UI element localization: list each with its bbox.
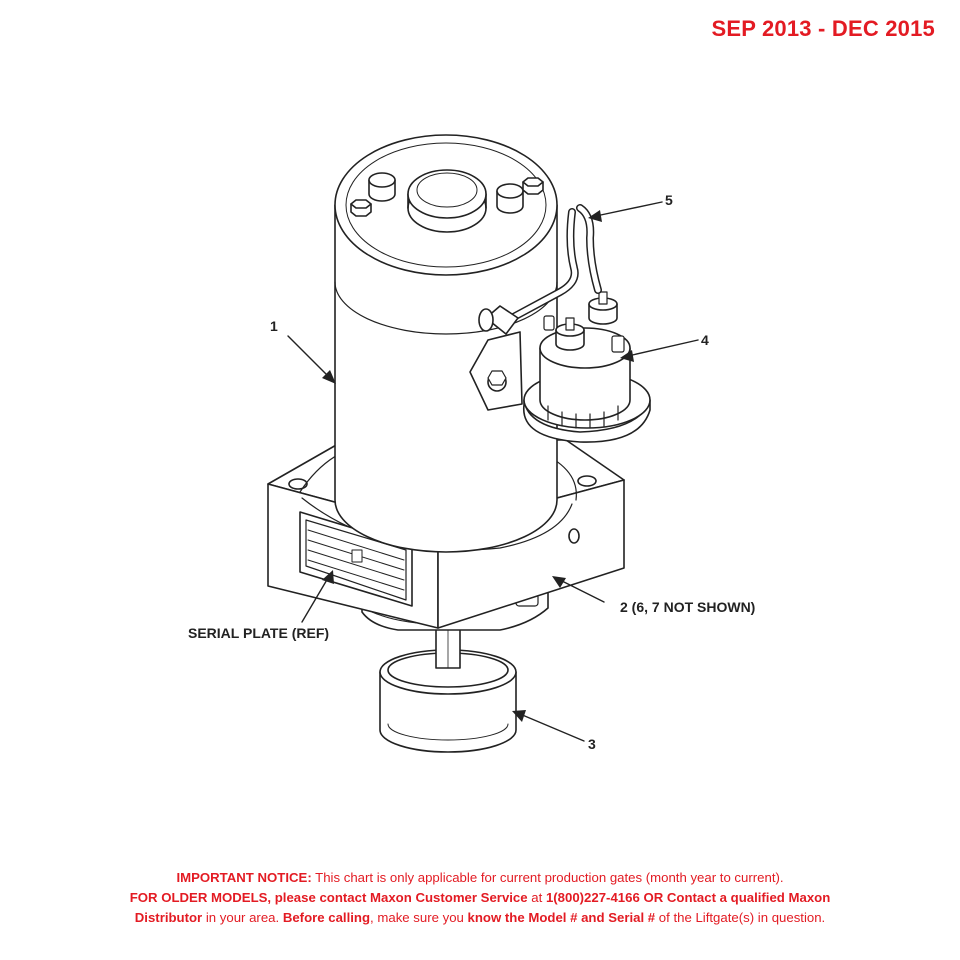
motor-top-bolt-left [350,199,372,217]
callout-1: 1 [270,318,278,334]
callout-5: 5 [665,192,673,208]
motor-top-plug-right [496,183,524,214]
solenoid-terminal-left [555,317,585,351]
motor-top-plug-left [368,172,396,202]
notice-model-serial: know the Model # and Serial # [467,910,656,925]
callout-2: 2 (6, 7 NOT SHOWN) [620,599,756,615]
solenoid-terminal-right [588,291,618,325]
notice-text: This chart is only applicable for curren… [311,870,784,885]
leader-lines [287,201,699,742]
notice-before-calling: Before calling [282,910,371,925]
reservoir-cup [379,649,517,753]
notice-heading: IMPORTANT NOTICE: [176,870,312,885]
notice-text: , make sure you [370,910,468,925]
notice-line-2: FOR OLDER MODELS, please contact Maxon C… [0,888,960,908]
notice-distributor: Distributor [134,910,203,925]
notice-line-3: Distributor in your area. Before calling… [0,908,960,928]
motor-center-cap [407,169,487,233]
notice-text: of the Liftgate(s) in question. [655,910,826,925]
notice-line-1: IMPORTANT NOTICE: This chart is only app… [0,868,960,888]
motor-top-bolt-right [522,177,544,195]
callout-4: 4 [701,332,709,348]
notice-older-models: FOR OLDER MODELS, please contact Maxon C… [129,890,528,905]
date-range-title: SEP 2013 - DEC 2015 [711,16,935,41]
callout-serial-plate: SERIAL PLATE (REF) [188,625,330,641]
important-notice: IMPORTANT NOTICE: This chart is only app… [0,868,960,928]
battery-cable [478,204,602,335]
starter-solenoid [469,291,651,443]
pump-shaft [435,627,461,669]
notice-text: at [527,890,546,905]
motor-cylinder [334,134,558,553]
notice-phone: 1(800)227-4166 OR Contact a qualified Ma… [545,890,831,905]
callout-3: 3 [588,736,596,752]
notice-text: in your area. [202,910,283,925]
